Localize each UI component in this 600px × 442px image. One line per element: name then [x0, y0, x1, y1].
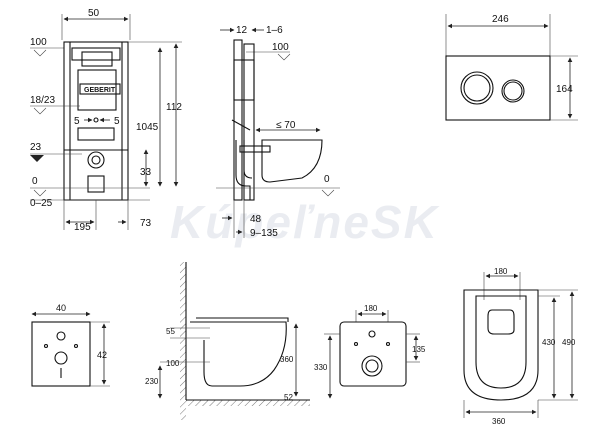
- dim-side-h2: 100: [166, 359, 180, 368]
- dim-front-height1: 135: [412, 345, 426, 354]
- dim-side-top-b: 1–6: [266, 25, 283, 36]
- toilet-top-view: 180 430 490 360: [463, 267, 578, 426]
- dim-depth-range: 0–25: [30, 198, 53, 209]
- dim-side-projection: ≤ 70: [276, 120, 296, 131]
- dim-rough-height: 42: [97, 350, 107, 360]
- dim-side-offset-b: 9–135: [250, 228, 278, 239]
- dim-flush-level: 18/23: [30, 95, 55, 106]
- dim-side-top-mark: 100: [272, 42, 289, 53]
- dim-side-h1: 55: [166, 327, 175, 336]
- dim-centre-height: 33: [140, 167, 152, 178]
- dim-side-h3: 360: [280, 355, 294, 364]
- dim-pipe-left: 5: [74, 116, 80, 127]
- brand-label: GEBERIT: [84, 87, 116, 94]
- dim-floor-mark: 0: [32, 176, 38, 187]
- dim-bottom-left: 195: [74, 222, 91, 233]
- rough-in-view: 40 42: [31, 303, 110, 387]
- dim-bottom-right: 73: [140, 218, 152, 229]
- dim-front-width: 180: [364, 304, 378, 313]
- dim-side-top-a: 12: [236, 25, 248, 36]
- toilet-front-view: 180 135 330: [314, 304, 426, 399]
- dim-side-h4: 230: [145, 377, 159, 386]
- dim-frame-width: 50: [88, 8, 100, 19]
- dim-box-height: 112: [166, 102, 182, 113]
- dim-top-width-bottom: 360: [492, 417, 506, 426]
- dim-side-floor: 0: [324, 174, 330, 185]
- frame-side-view: 12 1–6 100 ≤ 70 0 48 9–135: [216, 25, 340, 239]
- dim-front-height2: 330: [314, 363, 328, 372]
- dim-top-width: 180: [494, 267, 508, 276]
- dim-total-height: 1045: [136, 122, 159, 133]
- dim-top-depth-inner: 430: [542, 338, 556, 347]
- dim-bottom-level: 23: [30, 142, 42, 153]
- dim-rough-width: 40: [56, 303, 66, 313]
- flush-plate-view: 246 164: [445, 14, 578, 121]
- dim-top-depth-outer: 490: [562, 338, 576, 347]
- frame-front-view: 50 100 GEBERIT 18/23 5 5 23 0: [30, 8, 182, 233]
- dim-pipe-right: 5: [114, 116, 120, 127]
- dim-plate-height: 164: [556, 84, 573, 95]
- watermark: KúpeľneSK: [170, 196, 440, 248]
- toilet-side-view: 55 100 230 360 52: [145, 262, 310, 420]
- dim-side-h5: 52: [284, 393, 293, 402]
- dim-top-mark: 100: [30, 37, 47, 48]
- dim-plate-width: 246: [492, 14, 509, 25]
- dim-side-offset-a: 48: [250, 214, 262, 225]
